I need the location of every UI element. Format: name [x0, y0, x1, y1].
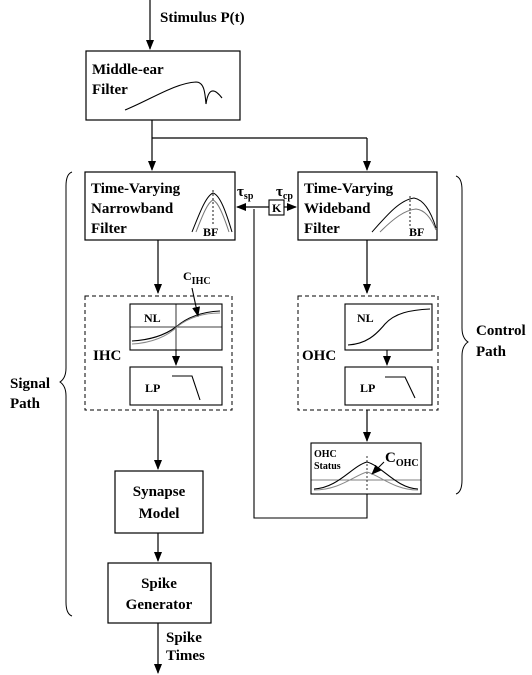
middle-ear-label-2: Filter	[92, 82, 128, 98]
wideband-filter: Time-Varying Wideband Filter BF	[297, 171, 438, 241]
ihc-nl-block: NL	[129, 303, 223, 351]
ihc-nl-curve-dark	[131, 310, 221, 342]
ohc-status-curve-grey	[313, 471, 419, 491]
narrowband-tuning-curve-outer	[191, 192, 233, 233]
c-ihc-pointer	[191, 287, 201, 317]
wideband-bf-label: BF	[409, 225, 424, 239]
ohc-status-label-1: OHC	[314, 449, 337, 460]
ohc-nl-curve	[347, 308, 431, 346]
ihc-lp-response	[172, 375, 201, 401]
c-ohc-pointer	[371, 461, 385, 475]
ohc-lp-block: LP	[344, 366, 433, 406]
narrowband-filter: Time-Varying Narrowband Filter BF	[84, 171, 236, 241]
ohc-lp-label: LP	[360, 381, 375, 395]
middle-ear-filter: Middle-ear Filter	[85, 50, 241, 121]
ohc-status-curve-dark	[313, 461, 419, 490]
ohc-status-block: OHC Status	[310, 442, 422, 495]
control-path-label-2: Path	[476, 344, 507, 360]
narrowband-bf-label: BF	[203, 225, 218, 239]
ohc-lp-response	[385, 376, 416, 399]
signal-path-label-2: Path	[10, 396, 41, 412]
tau-sp-symbol: τsp	[237, 184, 254, 202]
feedback-loop	[253, 209, 368, 519]
narrowband-label-3: Filter	[91, 221, 127, 237]
wideband-label-3: Filter	[304, 221, 340, 237]
k-gain-box	[268, 199, 285, 216]
ihc-label: IHC	[93, 348, 121, 364]
ohc-group-box	[297, 295, 439, 411]
narrowband-label-1: Time-Varying	[91, 181, 181, 197]
ohc-status-label-2: Status	[314, 461, 341, 472]
ihc-nl-label: NL	[144, 311, 161, 325]
narrowband-label-2: Narrowband	[91, 201, 174, 217]
spike-gen-label-2: Generator	[126, 597, 193, 613]
ihc-lp-label: LP	[145, 381, 160, 395]
wideband-tuning-curve-outer	[371, 197, 437, 233]
ohc-nl-block: NL	[344, 303, 433, 351]
control-path-brace	[455, 175, 469, 495]
ihc-lp-block: LP	[129, 366, 223, 406]
ohc-nl-label: NL	[357, 311, 374, 325]
stimulus-label: Stimulus P(t)	[160, 10, 245, 26]
c-ohc-symbol: COHC	[385, 450, 419, 469]
wideband-label-2: Wideband	[304, 201, 371, 217]
spike-times-label-2: Times	[166, 648, 205, 664]
spike-generator-block: Spike Generator	[107, 562, 212, 624]
middle-ear-label-1: Middle-ear	[92, 62, 164, 78]
spike-times-label-1: Spike	[166, 630, 202, 646]
c-ihc-symbol: CIHC	[183, 269, 211, 287]
control-path-label-1: Control	[476, 323, 526, 339]
ihc-group-box	[84, 295, 233, 411]
synapse-label-1: Synapse	[133, 484, 186, 500]
ohc-label: OHC	[302, 348, 336, 364]
k-gain-label: K	[272, 201, 282, 215]
tau-cp-symbol: τcp	[276, 184, 293, 202]
synapse-label-2: Model	[139, 506, 180, 522]
ihc-nl-curve-grey	[131, 312, 221, 345]
wideband-tuning-curve-inner	[379, 208, 437, 233]
middle-ear-response-curve	[124, 81, 223, 111]
signal-path-brace	[59, 171, 73, 617]
spike-gen-label-1: Spike	[141, 576, 177, 592]
synapse-model-block: Synapse Model	[114, 470, 204, 534]
wideband-label-1: Time-Varying	[304, 181, 394, 197]
signal-path-label-1: Signal	[10, 376, 50, 392]
